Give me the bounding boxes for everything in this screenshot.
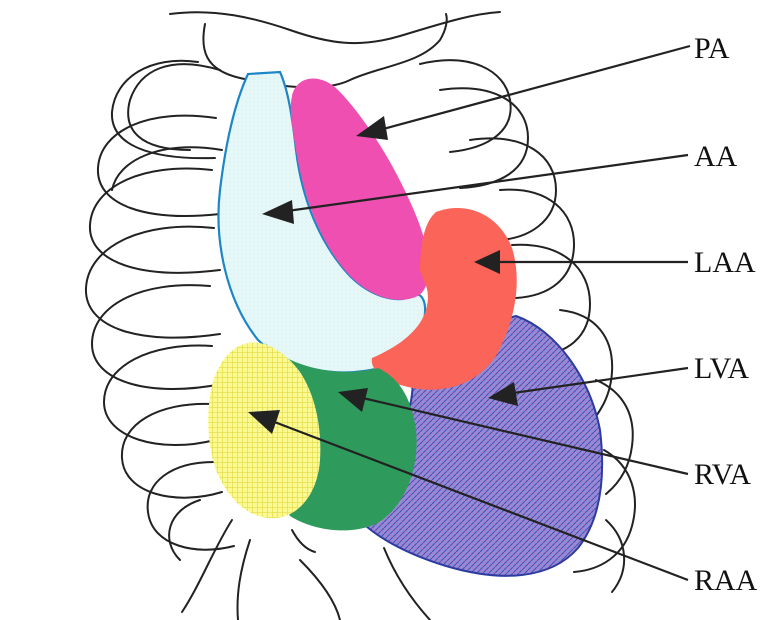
label-lva: LVA	[694, 352, 749, 385]
label-raa: RAA	[694, 564, 758, 597]
pa-pointer-line	[372, 46, 690, 132]
label-pa: PA	[694, 32, 730, 65]
label-laa: LAA	[694, 246, 756, 279]
label-aa: AA	[694, 140, 738, 173]
label-rva: RVA	[694, 458, 751, 491]
labels: PA AA LAA LVA RVA RAA	[694, 32, 758, 597]
